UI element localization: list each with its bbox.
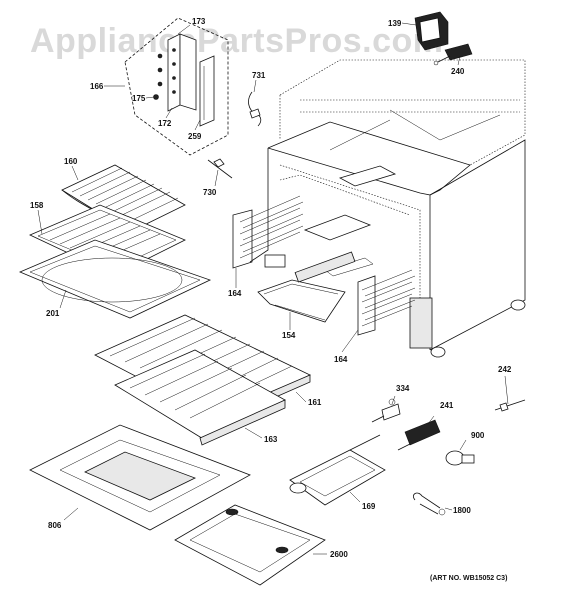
oven-frame xyxy=(249,59,526,358)
module-173-group xyxy=(124,17,229,156)
part-240 xyxy=(433,43,473,66)
callout-900: 900 xyxy=(471,431,485,440)
callout-242: 242 xyxy=(498,365,512,374)
watermark-text: AppliancePartsPros.com xyxy=(30,22,443,60)
callout-161: 161 xyxy=(308,398,322,407)
callout-730: 730 xyxy=(203,188,217,197)
callout-139: 139 xyxy=(388,19,402,28)
callout-806: 806 xyxy=(48,521,62,530)
callout-334: 334 xyxy=(396,384,410,393)
callout-166: 166 xyxy=(90,82,104,91)
leader-lines xyxy=(37,22,509,555)
part-806 xyxy=(29,424,251,531)
part-900 xyxy=(445,450,475,466)
part-241 xyxy=(397,419,441,451)
rack-guide-right xyxy=(357,269,416,336)
rack-guide-left xyxy=(232,195,304,269)
part-169 xyxy=(289,434,386,506)
callout-731: 731 xyxy=(252,71,266,80)
part-2600 xyxy=(174,504,326,586)
part-731 xyxy=(248,91,262,127)
broil-pan-154 xyxy=(257,251,356,323)
callout-2600: 2600 xyxy=(330,550,348,559)
part-730 xyxy=(207,158,233,179)
oven-rack-163 xyxy=(114,349,286,446)
callout-172: 172 xyxy=(158,119,172,128)
callout-158: 158 xyxy=(30,201,44,210)
callout-164-upper: 164 xyxy=(228,289,242,298)
callout-160: 160 xyxy=(64,157,78,166)
art-number-note: (ART NO. WB15052 C3) xyxy=(430,575,507,582)
broil-pan-201 xyxy=(18,239,212,319)
callout-labels: 139 240 173 166 175 172 259 731 160 158 … xyxy=(30,17,512,559)
callout-241: 241 xyxy=(440,401,454,410)
callout-154: 154 xyxy=(282,331,296,340)
callout-1800: 1800 xyxy=(453,506,471,515)
callout-173: 173 xyxy=(192,17,206,26)
callout-164-lower: 164 xyxy=(334,355,348,364)
callout-259: 259 xyxy=(188,132,202,141)
part-1800 xyxy=(413,492,446,516)
callout-163: 163 xyxy=(264,435,278,444)
callout-169: 169 xyxy=(362,502,376,511)
part-139 xyxy=(414,11,449,51)
callout-240: 240 xyxy=(451,67,465,76)
callout-175: 175 xyxy=(132,94,146,103)
part-334 xyxy=(371,398,401,423)
callout-201: 201 xyxy=(46,309,60,318)
part-242 xyxy=(494,399,526,412)
